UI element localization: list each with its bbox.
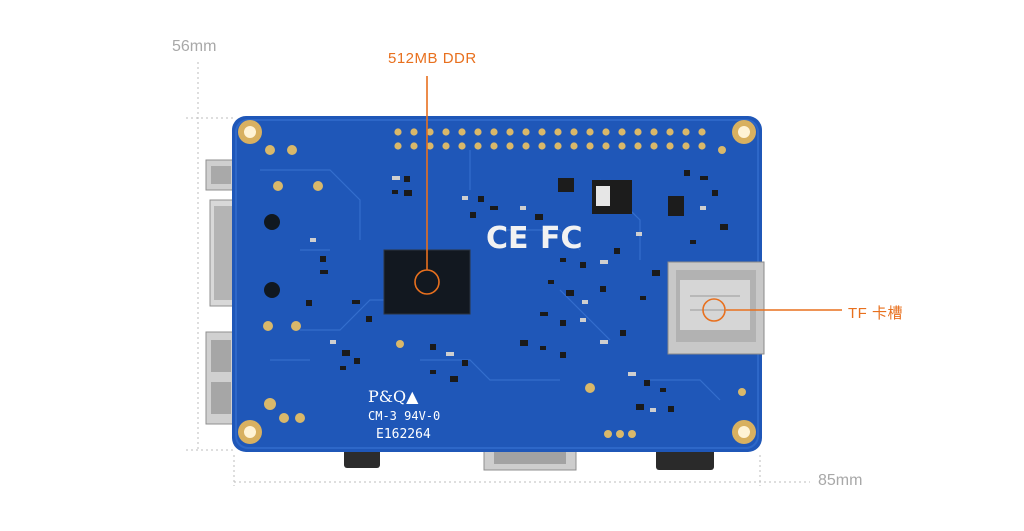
- maker-mark: P&Q▲: [368, 387, 419, 406]
- left-connectors: [205, 159, 237, 425]
- tf-card-slot: [667, 261, 765, 355]
- regulator: [558, 178, 684, 216]
- black-components-left: [264, 214, 280, 298]
- mounting-holes: [238, 120, 756, 444]
- fcc-mark: FC: [540, 221, 583, 256]
- ce-mark: CE: [486, 221, 529, 256]
- silkscreen-text: P&Q▲ CM-3 94V-0 E162264: [368, 387, 440, 442]
- pcb-traces: [260, 150, 721, 401]
- left-pads: [263, 145, 323, 423]
- tf-callout: [702, 298, 842, 322]
- serial-number: E162264: [376, 427, 431, 442]
- gpio-header: [394, 128, 706, 150]
- tf-callout-label: TF 卡槽: [848, 305, 903, 322]
- smd-components: [306, 170, 728, 412]
- ram-callout: [414, 76, 440, 295]
- dimension-lines: [186, 62, 810, 486]
- dimension-width-label: 85mm: [818, 472, 863, 489]
- model-code: CM-3 94V-0: [368, 409, 440, 423]
- bottom-pads: [264, 146, 746, 438]
- dimension-height-label: 56mm: [172, 38, 217, 55]
- ram-callout-label: 512MB DDR: [388, 50, 477, 67]
